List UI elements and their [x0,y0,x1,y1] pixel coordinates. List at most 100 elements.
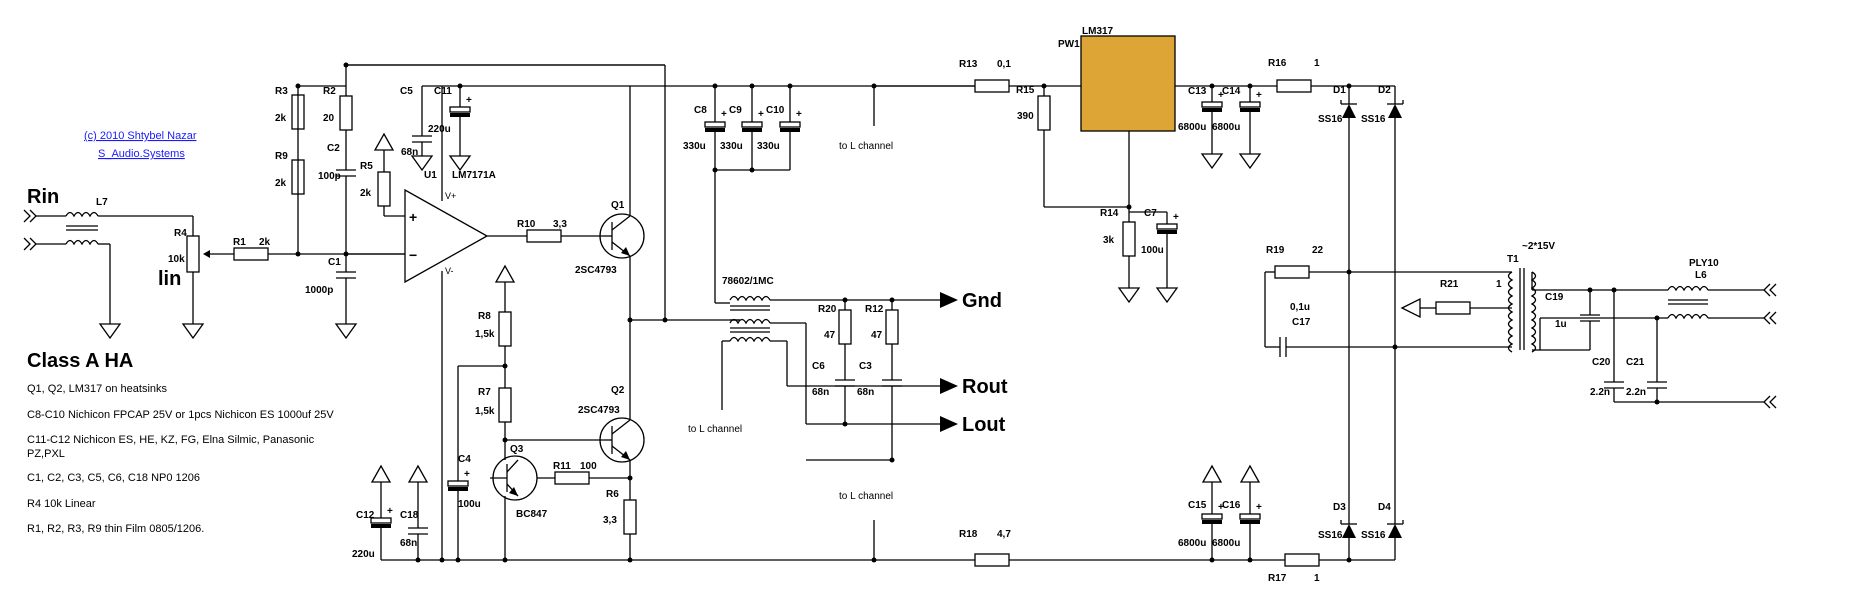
label-C11: C11 [434,86,452,97]
label-C13: C13 [1188,86,1207,97]
resistor-R13 [974,79,1010,93]
label-R16: R16 [1268,58,1287,69]
value-T1: ~2*15V [1522,241,1555,252]
label-C6: C6 [812,361,825,372]
value-C20: 2.2n [1590,387,1610,398]
label-R17: R17 [1268,573,1287,584]
label-D4: D4 [1378,502,1391,513]
resistor-R1 [233,247,269,261]
port-lout-label: Lout [962,414,1006,436]
resistor-R16 [1276,79,1312,93]
diode-D2 [1387,100,1404,118]
resistor-R3 [291,94,305,130]
svg-text:+: + [387,506,393,517]
label-R1: R1 [233,237,246,248]
note-item: Q1, Q2, LM317 on heatsinks [27,383,168,395]
resistor-R6 [623,499,637,535]
value-R8: 1,5k [475,329,495,340]
svg-text:V-: V- [445,266,454,276]
resistor-R8 [498,311,512,347]
svg-text:+: + [1256,502,1262,513]
transformer-T1 [1507,268,1537,353]
port-rout-label: Rout [962,376,1008,398]
transformer-T2 [729,295,771,343]
lout-arrow [940,416,958,432]
port-rin-label: Rin [27,186,59,208]
label-C1: C1 [328,257,341,268]
value-R19: 22 [1312,245,1324,256]
label-PLY10: PLY10 [1689,258,1719,269]
regulator-LM317 [1080,35,1176,132]
resistor-R7 [498,387,512,423]
supply-symbol [495,265,515,289]
transistor-Q3 [490,455,538,501]
label-R12: R12 [865,304,884,315]
part-D4: SS16 [1361,530,1386,541]
mains-terminals [1763,283,1777,409]
port-gnd-label: Gnd [962,290,1002,312]
part-D2: SS16 [1361,114,1386,125]
label-C5: C5 [400,86,413,97]
value-C1: 1000p [305,285,333,296]
label-L6: L6 [1695,270,1707,281]
label-C20: C20 [1592,357,1611,368]
value-C6: 68n [812,387,829,398]
label-C4: C4 [458,454,471,465]
value-R21: 1 [1496,279,1502,290]
label-R6: R6 [606,489,619,500]
label-D3: D3 [1333,502,1346,513]
supply-symbol [371,465,391,489]
resistor-R17 [1284,553,1320,567]
value-C9: 330u [720,141,743,152]
label-R3: R3 [275,86,288,97]
ground-symbol [182,317,204,339]
credit-line-2[interactable]: S_Audio.Systems [98,148,185,160]
svg-text:V+: V+ [445,191,456,201]
label-C17: C17 [1292,317,1311,328]
svg-text:+: + [466,95,472,106]
part-D1: SS16 [1318,114,1343,125]
resistor-R20 [838,309,852,345]
label-R14: R14 [1100,208,1119,219]
value-C7: 100u [1141,245,1164,256]
svg-text:+: + [1256,90,1262,101]
rout-arrow [940,378,958,394]
label-R2: R2 [323,86,336,97]
value-R17: 1 [1314,573,1320,584]
svg-text:+: + [1173,212,1179,223]
resistor-R12 [885,309,899,345]
part-Q2: 2SC4793 [578,405,620,416]
value-R1: 2k [259,237,271,248]
label-PW1: PW1 [1058,39,1080,50]
note-item: C8-C10 Nichicon FPCAP 25V or 1pcs Nichic… [27,409,334,421]
label-Q1: Q1 [611,200,625,211]
value-C2: 100p [318,171,341,182]
value-C15: 6800u [1178,538,1206,549]
label-C3: C3 [859,361,872,372]
note-item: C1, C2, C3, C5, C6, C18 NP0 1206 [27,472,200,484]
credit-line-1[interactable]: (c) 2010 Shtybel Nazar [84,130,197,142]
value-C19: 1u [1555,319,1567,330]
svg-text:−: − [409,247,417,263]
ground-symbol [1156,281,1178,303]
label-Q3: Q3 [510,444,524,455]
note-item: PZ,PXL [27,448,65,460]
svg-text:+: + [721,109,727,120]
label-R11: R11 [553,461,571,472]
value-C8: 330u [683,141,706,152]
value-C13: 6800u [1178,122,1206,133]
label-T1: T1 [1507,254,1519,265]
label-C19: C19 [1545,292,1564,303]
part-Q3: BC847 [516,509,548,520]
value-C12: 220u [352,549,375,560]
ground-symbol [1201,147,1223,169]
value-R2: 20 [323,113,335,124]
label-U1: U1 [424,170,437,181]
resistor-R2 [339,95,353,131]
value-C5: 68n [401,147,418,158]
opamp-U1: + − V+ V- [404,188,489,284]
label-C21: C21 [1626,357,1645,368]
capacitor-bank [704,86,801,171]
label-T2: 78602/1MC [722,276,774,287]
value-C3: 68n [857,387,874,398]
